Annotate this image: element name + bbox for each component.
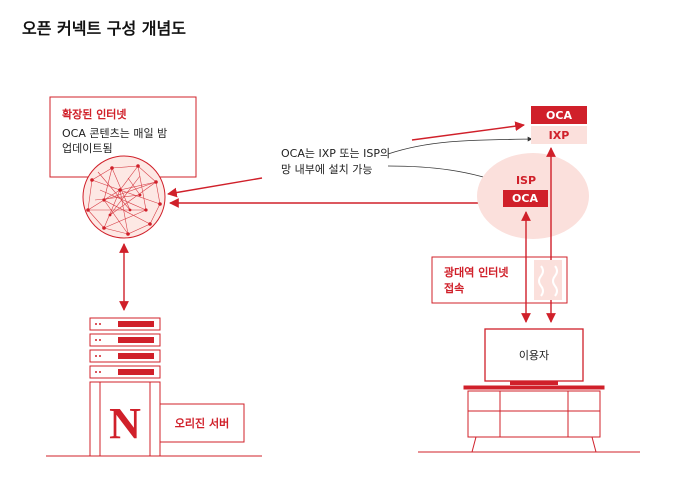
annotation-line2: 망 내부에 설치 가능 <box>281 163 372 176</box>
origin-server-label: 오리진 서버 <box>175 416 229 430</box>
origin-server-box <box>159 403 245 443</box>
tv-cabinet <box>463 385 605 453</box>
netflix-logo: N <box>109 399 141 448</box>
ixp-oca-label: OCA <box>546 109 572 122</box>
globe-network-icon <box>82 155 166 239</box>
tv-label: 이용자 <box>519 349 549 362</box>
extended-internet-line1: OCA 콘텐츠는 매일 밤 <box>62 126 167 140</box>
isp-label: ISP <box>516 174 536 187</box>
broadband-box <box>431 256 568 304</box>
annotation-line1: OCA는 IXP 또는 ISP의 <box>281 147 390 160</box>
server-rack <box>89 317 161 457</box>
isp-oca-label: OCA <box>512 192 538 205</box>
tv-stand <box>510 381 558 385</box>
arrow-to-ixp-oca <box>411 121 525 141</box>
extended-internet-line2: 업데이트됨 <box>62 142 113 155</box>
ixp-box <box>531 126 587 144</box>
annotation-arrow-to-ixp <box>387 136 533 155</box>
arrow-to-globe-upper <box>167 177 263 198</box>
extended-internet-heading: 확장된 인터넷 <box>62 107 127 121</box>
page-title: 오픈 커넥트 구성 개념도 <box>22 19 186 38</box>
tv-screen <box>484 328 584 382</box>
broadband-line1: 광대역 인터넷 <box>444 265 509 279</box>
broadband-wave-icon <box>538 265 558 297</box>
ixp-label: IXP <box>549 129 570 142</box>
broadband-line2: 접속 <box>444 282 464 295</box>
isp-oca-box <box>503 190 548 207</box>
ixp-oca-box <box>531 106 587 124</box>
